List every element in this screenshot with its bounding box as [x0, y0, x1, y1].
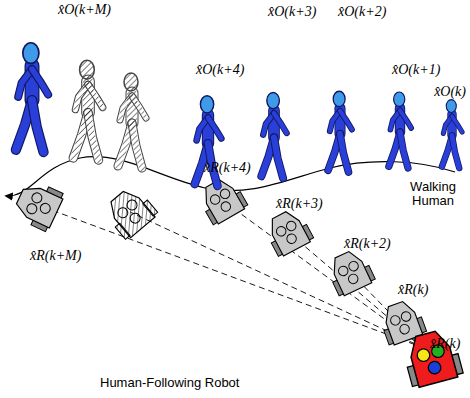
- state-label: x̂R(k): [430, 336, 460, 351]
- state-label: x̂O(k): [434, 84, 466, 99]
- human-figure: [389, 92, 411, 168]
- human-figure: [73, 60, 102, 160]
- state-label: x̂R(k+2): [344, 236, 391, 251]
- human-figure: [328, 91, 352, 172]
- robots: [11, 174, 464, 389]
- sight-lines: [38, 200, 424, 348]
- caption-label: Walking Human: [402, 180, 464, 209]
- human-figure: [16, 43, 48, 152]
- caption-label: Human-Following Robot: [100, 376, 239, 390]
- robot: [11, 178, 65, 233]
- state-label: x̂O(k+M): [58, 2, 111, 17]
- human-figure: [261, 93, 286, 179]
- robot: [400, 327, 464, 389]
- state-label: x̂R(k+M): [30, 248, 81, 263]
- robot: [195, 174, 249, 227]
- state-label: x̂O(k+1): [392, 62, 440, 77]
- state-label: x̂O(k+3): [268, 4, 316, 19]
- state-label: x̂R(k): [398, 282, 428, 297]
- state-label: x̂O(k+2): [338, 4, 386, 19]
- sight-line: [222, 200, 424, 348]
- state-label: x̂R(k+4): [204, 160, 251, 175]
- robot: [101, 183, 159, 241]
- human-figure: [118, 73, 146, 168]
- state-label: x̂O(k+4): [196, 62, 244, 77]
- human-figure: [442, 100, 462, 168]
- sight-line: [130, 212, 424, 348]
- sight-line: [38, 205, 424, 348]
- state-label: x̂R(k+3): [276, 196, 323, 211]
- robot: [261, 206, 314, 258]
- humans: [16, 43, 462, 186]
- robot: [324, 246, 376, 297]
